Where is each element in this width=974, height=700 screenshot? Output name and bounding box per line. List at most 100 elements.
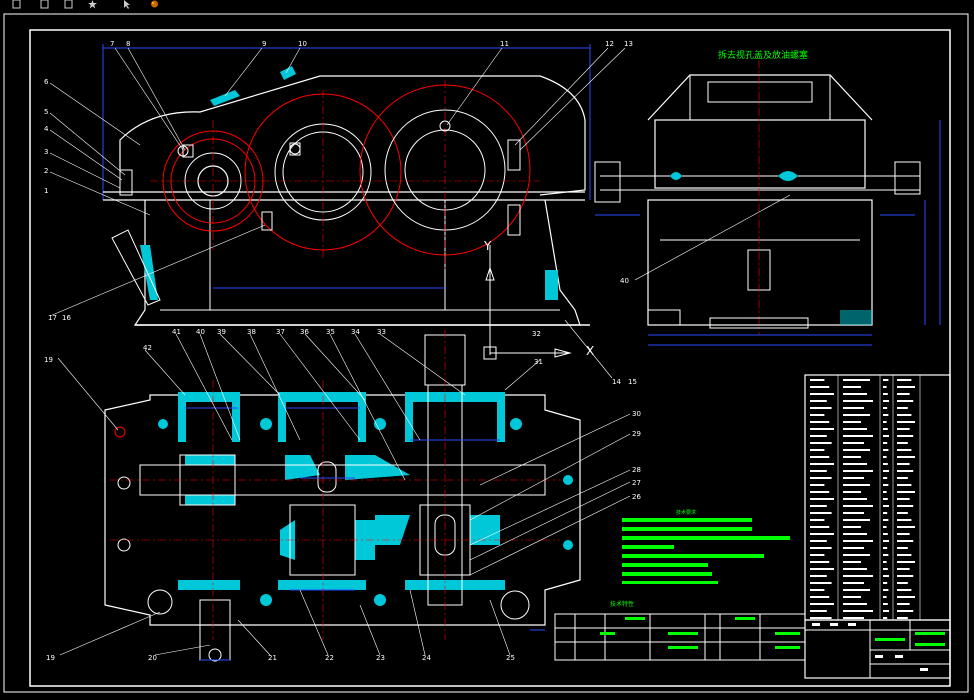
parts-row-text	[810, 491, 830, 493]
svg-text:5: 5	[44, 108, 48, 116]
parts-row-text	[810, 617, 832, 619]
cad-drawing-canvas[interactable]: Y X 7 8 9 10 11 12 13 6 5 4 3 2 1 17 16 …	[0, 10, 974, 696]
square-icon[interactable]	[40, 0, 49, 9]
parts-row-text	[843, 470, 873, 472]
svg-text:26: 26	[632, 493, 641, 501]
square-icon[interactable]	[12, 0, 21, 9]
parts-row-text	[883, 554, 889, 556]
parts-row-text	[897, 533, 910, 535]
svg-text:32: 32	[532, 330, 541, 338]
characteristics-title: 技术特性	[610, 600, 634, 608]
svg-text:4: 4	[44, 125, 49, 133]
svg-text:30: 30	[632, 410, 641, 418]
parts-row-text	[843, 428, 867, 430]
parts-row-text	[810, 442, 832, 444]
svg-text:19: 19	[44, 356, 53, 364]
parts-row-text	[843, 393, 867, 395]
parts-row-text	[883, 505, 889, 507]
parts-row-text	[883, 407, 888, 409]
plan-view	[104, 330, 581, 662]
parts-row-text	[843, 400, 873, 402]
svg-text:10: 10	[298, 40, 307, 48]
parts-row-text	[883, 421, 887, 423]
parts-row-text	[897, 498, 910, 500]
svg-text:31: 31	[534, 358, 543, 366]
plan-view-leaders	[57, 333, 631, 656]
parts-row-text	[810, 540, 827, 542]
parts-row-text	[897, 386, 915, 388]
svg-text:25: 25	[506, 654, 515, 662]
axis-y-label: Y	[483, 239, 492, 253]
parts-row-text	[810, 386, 830, 388]
parts-row-text	[883, 477, 888, 479]
parts-row-text	[883, 456, 887, 458]
star-icon[interactable]	[88, 0, 97, 9]
parts-row-text	[810, 533, 834, 535]
parts-row-text	[810, 610, 827, 612]
cursor-icon[interactable]	[122, 0, 131, 9]
svg-text:8: 8	[126, 40, 130, 48]
parts-row-text	[843, 414, 870, 416]
svg-text:12: 12	[605, 40, 614, 48]
parts-row-text	[843, 519, 870, 521]
front-view-callouts	[49, 47, 626, 317]
parts-row-text	[883, 561, 887, 563]
parts-row-text	[897, 407, 908, 409]
parts-row-text	[883, 575, 889, 577]
svg-text:22: 22	[325, 654, 334, 662]
parts-row-text	[843, 498, 867, 500]
svg-text:20: 20	[148, 654, 157, 662]
bottom-callout-numbers: 19 20 21 22 23 24 25	[46, 654, 515, 662]
parts-row-text	[843, 533, 867, 535]
parts-row-text	[883, 435, 889, 437]
parts-row-text	[810, 428, 834, 430]
parts-row-text	[843, 561, 861, 563]
parts-row-text	[810, 449, 825, 451]
parts-row-text	[810, 407, 832, 409]
parts-row-text	[810, 456, 830, 458]
parts-row-text	[883, 442, 888, 444]
parts-row-text	[897, 540, 914, 542]
parts-row-text	[843, 435, 873, 437]
parts-row-text	[810, 379, 825, 381]
parts-row-text	[897, 561, 915, 563]
parts-row-text	[897, 603, 910, 605]
svg-text:16: 16	[62, 314, 71, 322]
svg-text:17: 17	[48, 314, 57, 322]
parts-row-text	[897, 400, 914, 402]
parts-row-text	[843, 421, 861, 423]
parts-row-text	[810, 589, 825, 591]
svg-text:2: 2	[44, 167, 48, 175]
parts-row-text	[883, 498, 888, 500]
paint-icon[interactable]	[150, 0, 159, 9]
parts-row-text	[843, 449, 870, 451]
parts-row-text	[810, 568, 834, 570]
svg-text:28: 28	[632, 466, 641, 474]
parts-row-text	[810, 519, 825, 521]
parts-row-text	[897, 393, 910, 395]
svg-text:13: 13	[624, 40, 633, 48]
svg-text:24: 24	[422, 654, 431, 662]
parts-row-text	[843, 610, 873, 612]
parts-row-text	[843, 512, 864, 514]
square-icon[interactable]	[64, 0, 73, 9]
parts-row-text	[810, 414, 825, 416]
svg-text:33: 33	[377, 328, 386, 336]
notes-title: 技术要求	[676, 509, 696, 516]
parts-row-text	[883, 463, 888, 465]
svg-text:35: 35	[326, 328, 335, 336]
parts-row-text	[810, 526, 830, 528]
parts-row-text	[883, 533, 888, 535]
svg-text:1: 1	[44, 187, 48, 195]
svg-text:6: 6	[44, 78, 49, 86]
toolbar	[0, 0, 974, 10]
parts-row-text	[810, 435, 827, 437]
parts-row-text	[897, 442, 908, 444]
parts-row-text	[843, 407, 864, 409]
characteristics-table: 技术特性	[554, 600, 806, 661]
parts-row-text	[843, 477, 864, 479]
parts-row-text	[897, 596, 915, 598]
parts-row-text	[883, 449, 889, 451]
parts-row-text	[883, 610, 889, 612]
front-view-numbers: 7 8 9 10 11 12 13 6 5 4 3 2 1 17 16	[44, 40, 633, 322]
